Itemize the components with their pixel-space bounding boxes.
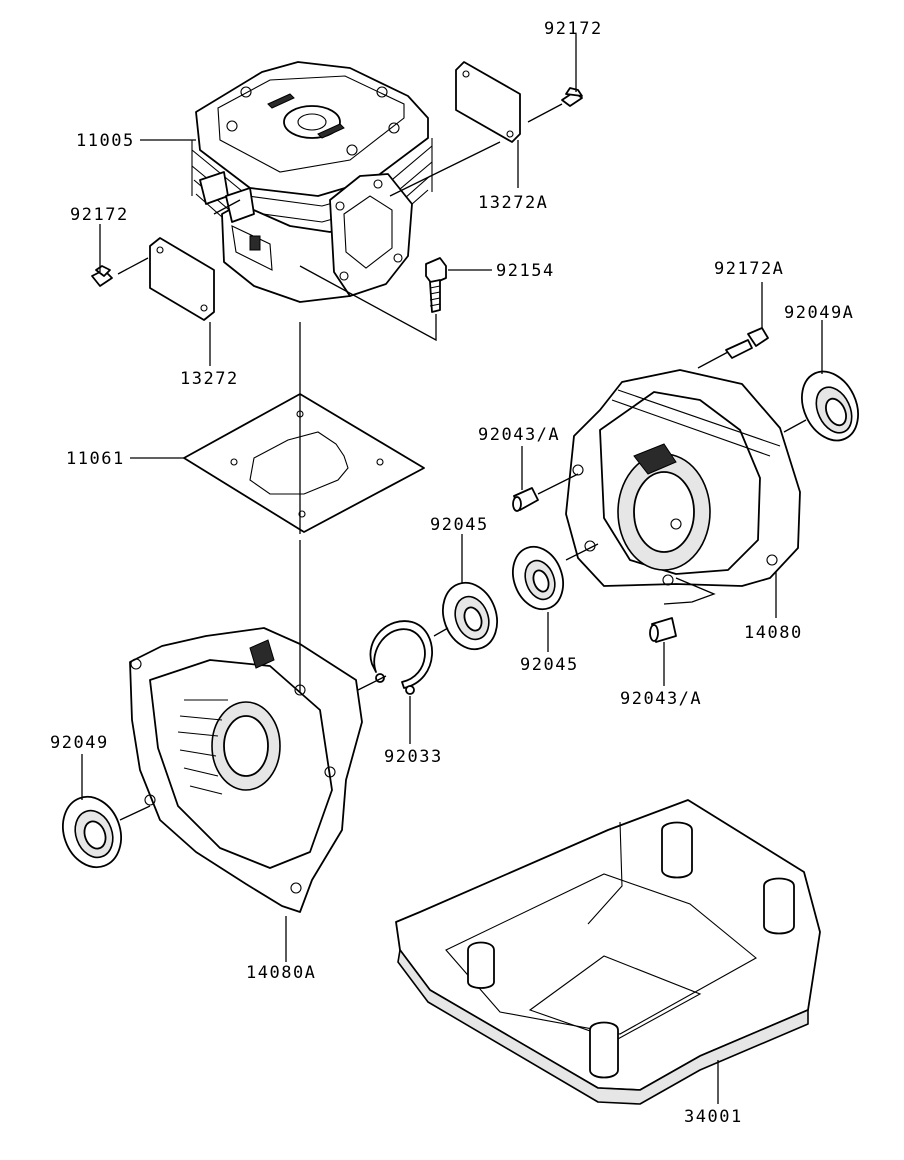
screw-92172a[interactable] — [725, 327, 769, 359]
label-14080: 14080 — [744, 623, 803, 643]
label-92045-bottom: 92045 — [520, 655, 579, 675]
cylinder-11005[interactable] — [191, 61, 433, 303]
part-labels: 92172 11005 13272A 92172 92154 13272 921… — [50, 19, 854, 1127]
screw-92172-left[interactable] — [91, 265, 113, 287]
label-92049: 92049 — [50, 733, 109, 753]
fuel-tank-34001[interactable] — [395, 799, 821, 1105]
label-34001: 34001 — [684, 1107, 743, 1127]
crankcase-14080[interactable] — [565, 369, 801, 587]
label-92043a-bottom: 92043/A — [620, 689, 702, 709]
dowel-pin-92043a-bottom[interactable] — [649, 617, 677, 643]
dowel-pin-92043a-top[interactable] — [512, 487, 539, 512]
label-92033: 92033 — [384, 747, 443, 767]
screw-92172-top[interactable] — [561, 87, 583, 107]
label-92043a-top: 92043/A — [478, 425, 560, 445]
bearing-92045-right[interactable] — [505, 540, 572, 617]
oil-seal-92049[interactable] — [53, 789, 130, 876]
label-92049a: 92049A — [784, 303, 854, 323]
gasket-13272[interactable] — [149, 237, 215, 321]
crankcase-14080a[interactable] — [129, 627, 363, 913]
label-92172-left: 92172 — [70, 205, 129, 225]
label-92154: 92154 — [496, 261, 555, 281]
label-14080a: 14080A — [246, 963, 316, 983]
leader-lines — [81, 34, 823, 1104]
label-92172-top: 92172 — [544, 19, 603, 39]
bolt-92154[interactable] — [425, 257, 447, 313]
label-92172a: 92172A — [714, 259, 784, 279]
label-13272a: 13272A — [478, 193, 548, 213]
base-gasket-11061[interactable] — [183, 393, 425, 533]
label-92045-top: 92045 — [430, 515, 489, 535]
label-11005: 11005 — [76, 131, 135, 151]
circlip-92033[interactable] — [369, 620, 433, 695]
label-11061: 11061 — [66, 449, 125, 469]
label-13272: 13272 — [180, 369, 239, 389]
oil-seal-92049a[interactable] — [791, 362, 869, 449]
gasket-13272a[interactable] — [455, 61, 521, 143]
bearing-92045-left[interactable] — [434, 575, 506, 657]
